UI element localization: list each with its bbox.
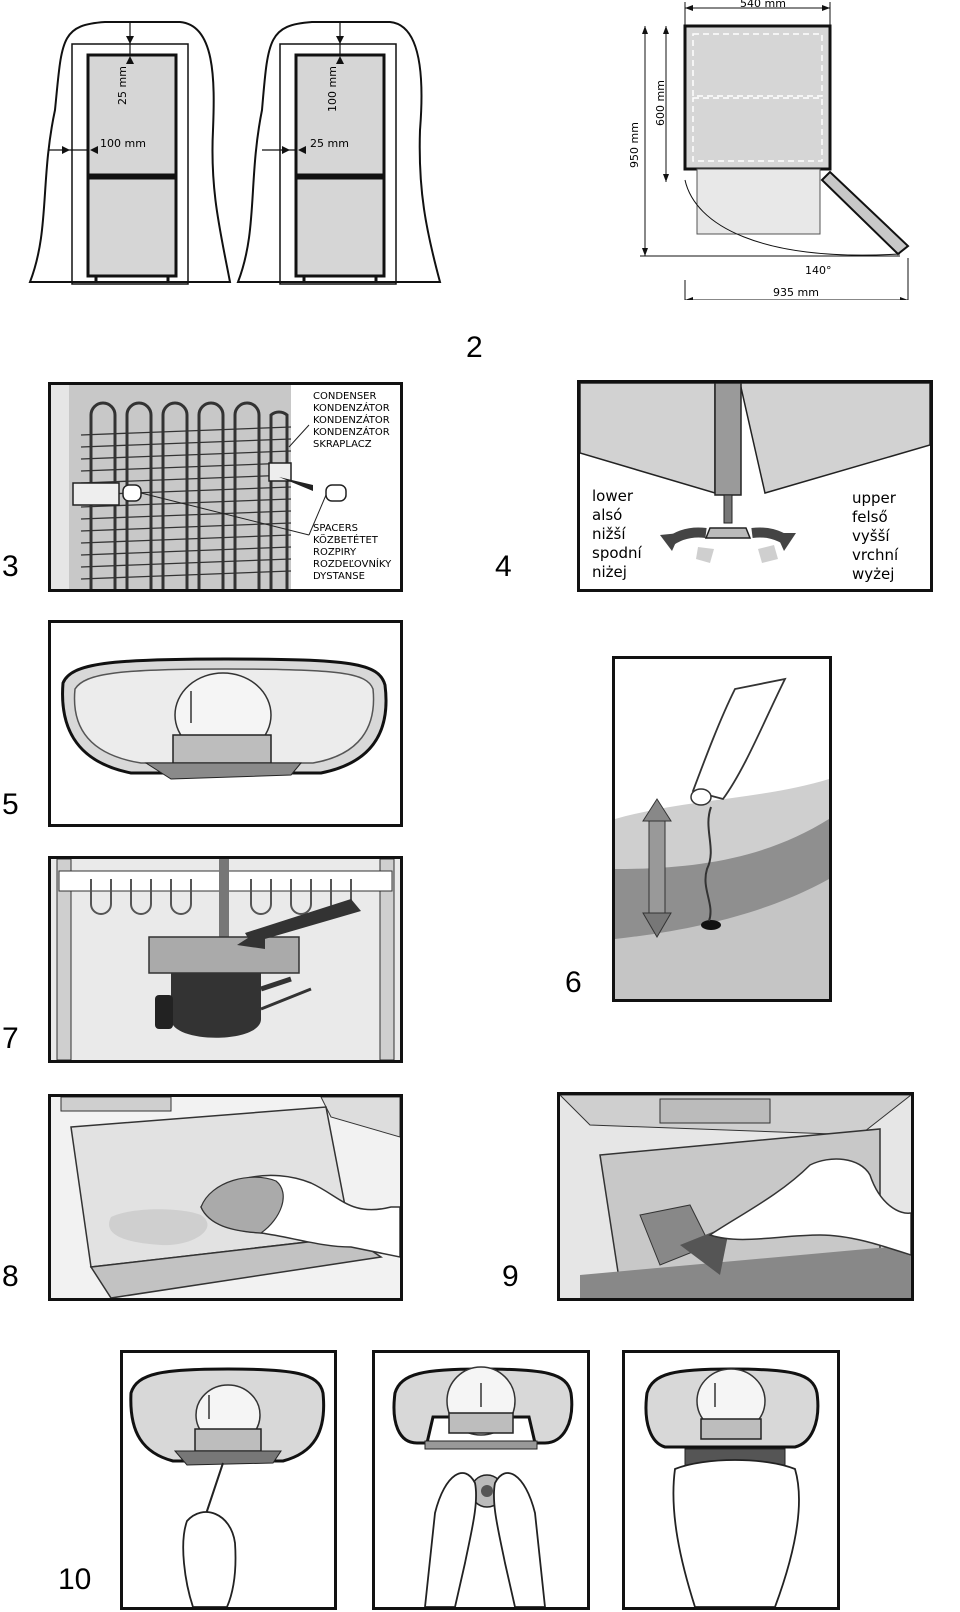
- figure-9-removing-drawer: [557, 1092, 914, 1301]
- figure-number-9: 9: [502, 1260, 519, 1293]
- figure-number-10: 10: [58, 1563, 92, 1596]
- condenser-label-list: CONDENSER KONDENZÁTOR KONDENZÁTOR KONDEN…: [313, 391, 390, 451]
- spacer-label: DYSTANSE: [313, 571, 365, 582]
- fig2-mid-top-gap: 100 mm: [326, 66, 339, 112]
- fridge-middle: [262, 22, 386, 283]
- condenser-label: SKRAPLACZ: [313, 439, 372, 450]
- upper-label: vrchní: [852, 546, 899, 564]
- figure-7-defrost-drain: [48, 856, 403, 1063]
- replace-bulb-illustration: [392, 1366, 574, 1607]
- figure-number-8: 8: [2, 1260, 19, 1293]
- condenser-label: KONDENZÁTOR: [313, 415, 390, 426]
- figure-number-7: 7: [2, 1022, 19, 1055]
- figure-8-wiping-interior: [48, 1094, 403, 1301]
- fig2-door-angle: 140°: [805, 264, 832, 277]
- fig2-left-side-gap: 100 mm: [100, 137, 146, 150]
- figure-5-light-cover: [48, 620, 403, 827]
- fridge-left: [48, 22, 178, 283]
- figure-10-step-2-replace-bulb: [372, 1350, 590, 1610]
- figure-4-leveling-foot: lower alsó nižší spodní niżej upper fels…: [577, 380, 933, 592]
- spacer-label: SPACERS: [313, 523, 358, 534]
- condenser-illustration: [51, 385, 347, 589]
- defrost-drain-illustration: [51, 859, 400, 1060]
- lower-label: nižší: [592, 525, 626, 543]
- wiping-interior-illustration: [51, 1097, 400, 1298]
- figure-number-3: 3: [2, 550, 19, 583]
- lower-label: spodní: [592, 544, 642, 562]
- fig2-mid-side-gap: 25 mm: [310, 137, 349, 150]
- fig2-upper-height: 600 mm: [654, 80, 667, 126]
- figure-2-installation-clearances: 25 mm 100 mm 100 mm 25 mm: [28, 0, 910, 300]
- figure-10-step-3-refit-cover: [622, 1350, 840, 1610]
- drain-hole-illustration: [615, 659, 829, 999]
- figure-10-step-1-unclip-cover: [120, 1350, 337, 1610]
- fridge-top-view: [640, 2, 910, 300]
- condenser-label: CONDENSER: [313, 391, 377, 402]
- spacer-label: ROZDEĽOVNÍKY: [313, 559, 392, 570]
- refit-cover-illustration: [644, 1367, 820, 1607]
- figure-6-drain-hole: [612, 656, 832, 1002]
- lower-label: niżej: [592, 563, 627, 581]
- upper-label: felső: [852, 508, 888, 526]
- figure-number-4: 4: [495, 550, 512, 583]
- upper-label: wyżej: [852, 565, 895, 583]
- figure-number-2: 2: [466, 331, 483, 364]
- spacer-label: ROZPIRY: [313, 547, 357, 558]
- spacer-label-list: SPACERS KÖZBETÉTET ROZPIRY ROZDEĽOVNÍKY …: [313, 523, 391, 583]
- condenser-label: KONDENZÁTOR: [313, 403, 390, 414]
- fig2-left-top-gap: 25 mm: [116, 66, 129, 105]
- lower-label: alsó: [592, 506, 623, 524]
- figure-number-6: 6: [565, 966, 582, 999]
- unclip-cover-illustration: [129, 1367, 326, 1607]
- condenser-label: KONDENZÁTOR: [313, 427, 390, 438]
- upper-label: vyšší: [852, 527, 890, 545]
- removing-drawer-illustration: [560, 1095, 911, 1298]
- leveling-foot-illustration: [580, 383, 930, 563]
- figure-number-5: 5: [2, 788, 19, 821]
- fig2-width: 540 mm: [740, 0, 786, 10]
- upper-label: upper: [852, 489, 896, 507]
- fig2-total-height: 950 mm: [628, 122, 641, 168]
- figure-3-condenser-spacers: CONDENSER KONDENZÁTOR KONDENZÁTOR KONDEN…: [48, 382, 403, 592]
- light-cover-illustration: [61, 657, 388, 780]
- spacer-label: KÖZBETÉTET: [313, 535, 378, 546]
- upper-label-list: upper felső vyšší vrchní wyżej: [852, 489, 898, 584]
- lower-label-list: lower alsó nižší spodní niżej: [592, 487, 642, 582]
- lower-label: lower: [592, 487, 634, 505]
- fig2-door-open-depth: 935 mm: [773, 286, 819, 299]
